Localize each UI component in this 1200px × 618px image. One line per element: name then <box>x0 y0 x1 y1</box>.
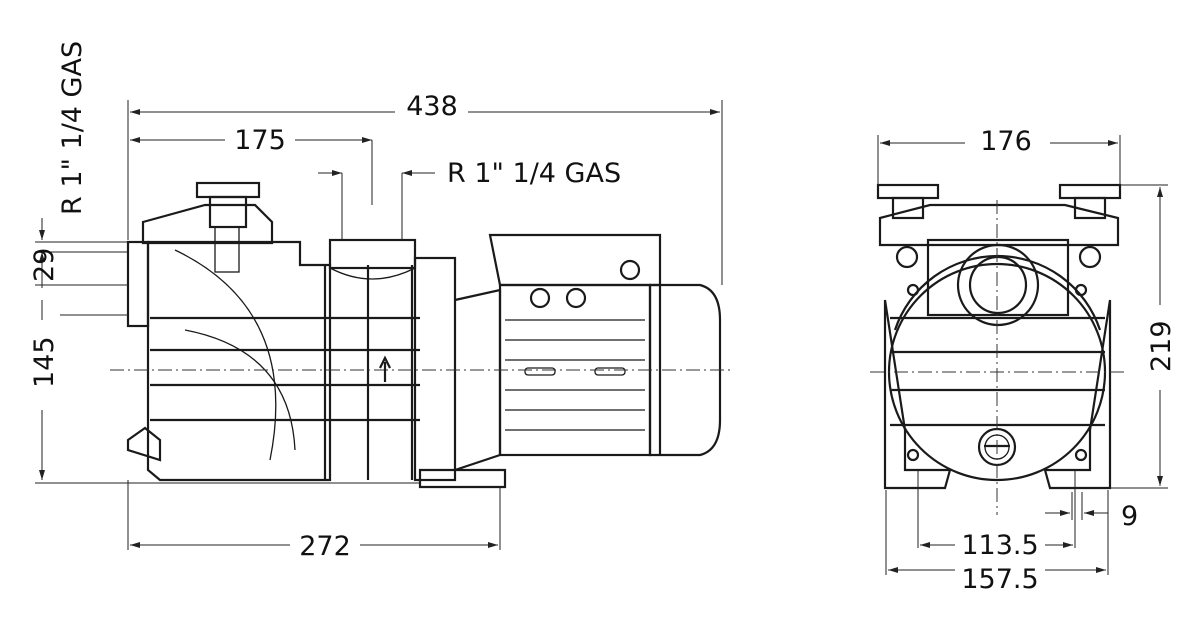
dim-base-length: 272 <box>299 531 351 562</box>
dim-inlet-to-outlet: 175 <box>234 125 286 156</box>
dim-foot-slot: 9 <box>1121 501 1138 532</box>
dim-hole-spacing: 113.5 <box>961 530 1038 561</box>
dim-front-width: 176 <box>980 126 1032 157</box>
front-view-pump <box>870 183 1125 515</box>
inlet-thread-label: R 1" 1/4 GAS <box>57 41 88 215</box>
front-dimensions: 176 219 9 113.5 157.5 <box>877 126 1177 595</box>
dim-overall-length: 438 <box>406 91 458 122</box>
dim-inlet-height: 145 <box>29 336 60 388</box>
outlet-thread-label: R 1" 1/4 GAS <box>447 158 621 189</box>
dim-front-height: 219 <box>1146 320 1177 372</box>
side-view-pump <box>110 181 730 489</box>
dim-inlet-offset: 29 <box>29 248 60 282</box>
side-dimensions: 438 175 R 1" 1/4 GAS R 1" 1/4 GAS 29 145… <box>29 41 723 562</box>
dim-base-width: 157.5 <box>961 564 1038 595</box>
